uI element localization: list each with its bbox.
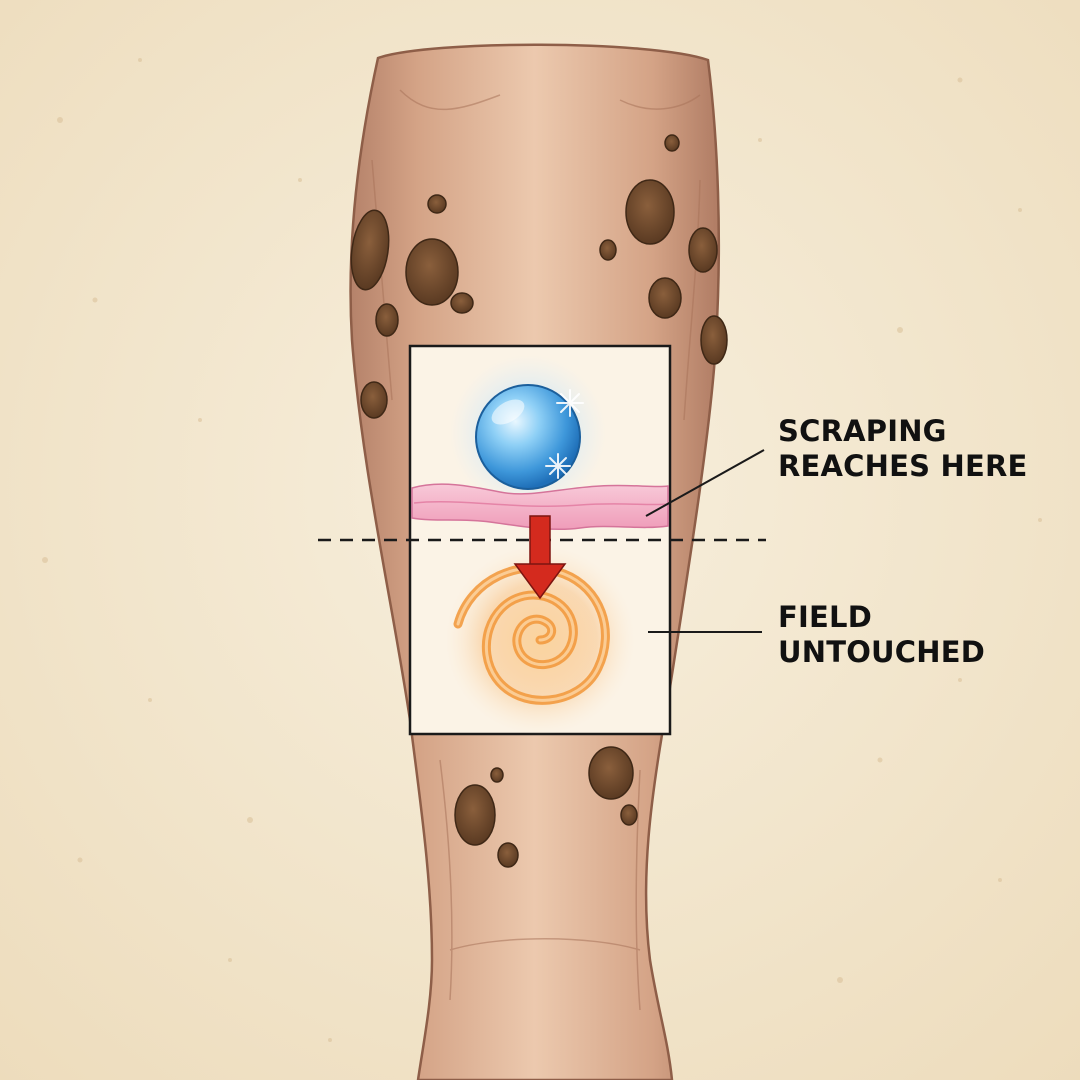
field-label-line2: UNTOUCHED: [778, 635, 986, 669]
lesion: [700, 315, 728, 365]
lesion: [688, 227, 718, 273]
lesion: [360, 381, 388, 419]
lesion: [599, 239, 617, 261]
scraping-leader-line: [645, 449, 765, 517]
orange-spiral-icon: [453, 563, 610, 705]
lesion: [405, 238, 459, 306]
lesion: [450, 292, 474, 314]
lesion: [648, 277, 682, 319]
lesion: [620, 804, 638, 826]
scraping-label-line2: REACHES HERE: [778, 449, 1028, 483]
field-label-line1: FIELD: [778, 600, 872, 634]
lesion: [490, 767, 504, 783]
paper-speckles: [42, 58, 1042, 1042]
lesion: [427, 194, 447, 214]
skin-layer-line: [413, 501, 669, 507]
scraping-label-line1: SCRAPING: [778, 414, 947, 448]
lesion: [454, 784, 496, 846]
leg-shading: [371, 89, 701, 1011]
down-arrow-icon: [513, 515, 567, 600]
lesion: [625, 179, 675, 245]
lesion: [350, 209, 390, 291]
lesion: [497, 842, 519, 868]
frost-sphere-icon: [475, 384, 584, 490]
skin-lesions: [350, 134, 728, 868]
lesion: [588, 746, 634, 800]
field-label: FIELD UNTOUCHED: [778, 600, 985, 670]
lesion: [375, 303, 399, 337]
lesion: [664, 134, 680, 152]
scraping-label: SCRAPING REACHES HERE: [778, 414, 1028, 484]
